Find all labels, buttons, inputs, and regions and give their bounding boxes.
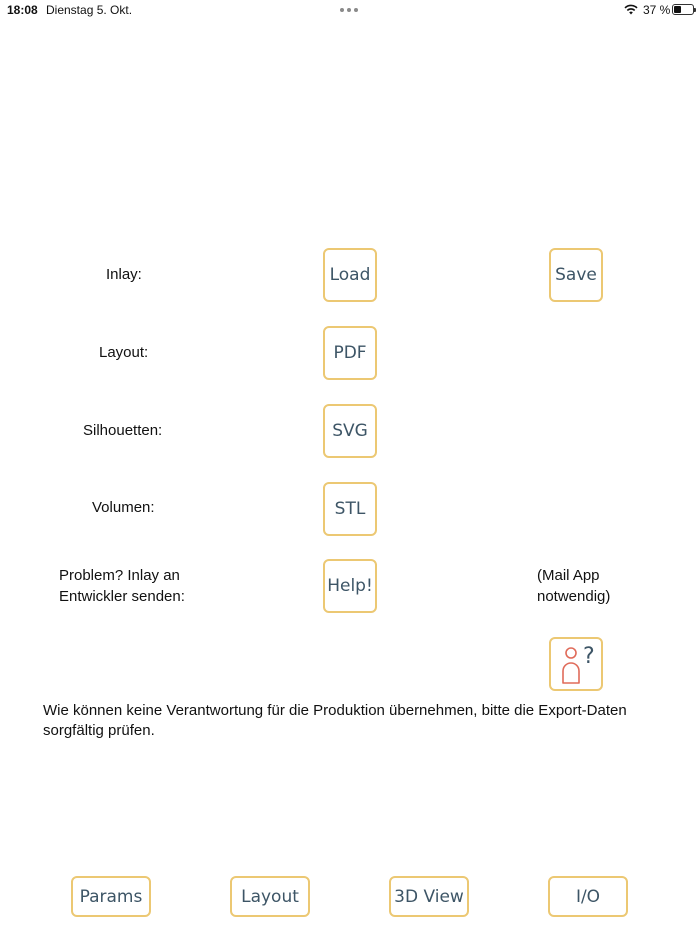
stl-button[interactable]: STL xyxy=(323,482,377,536)
battery-icon xyxy=(672,4,696,15)
tab-layout[interactable]: Layout xyxy=(230,876,310,917)
volumen-label: Volumen: xyxy=(92,499,155,516)
layout-label: Layout: xyxy=(99,344,149,361)
mail-app-note-line1: (Mail App xyxy=(537,567,600,584)
mail-app-note-line2: notwendig) xyxy=(537,588,611,605)
problem-label-line1: Problem? Inlay an xyxy=(59,567,180,584)
svg-button[interactable]: SVG xyxy=(323,404,377,458)
battery-percent: 37 % xyxy=(643,3,671,17)
multitasking-dots-icon[interactable] xyxy=(340,8,358,12)
silhouetten-label: Silhouetten: xyxy=(83,422,163,439)
inlay-label: Inlay: xyxy=(106,266,142,283)
wifi-icon xyxy=(624,4,638,15)
status-date: Dienstag 5. Okt. xyxy=(46,3,133,17)
problem-label: Problem? Inlay an Entwickler senden: xyxy=(59,565,185,607)
help-button[interactable]: Help! xyxy=(323,559,377,613)
person-question-icon: ? xyxy=(562,644,595,684)
tab-params[interactable]: Params xyxy=(71,876,151,917)
tab-io[interactable]: I/O xyxy=(548,876,628,917)
disclaimer-notice: Wie können keine Verantwortung für die P… xyxy=(43,702,627,739)
load-button[interactable]: Load xyxy=(323,248,377,302)
battery-level xyxy=(674,6,681,13)
mail-app-note: (Mail App notwendig) xyxy=(537,565,610,607)
person-question-button[interactable]: ? xyxy=(549,637,603,691)
problem-label-line2: Entwickler senden: xyxy=(59,588,185,605)
save-button[interactable]: Save xyxy=(549,248,603,302)
tab-3d-view[interactable]: 3D View xyxy=(389,876,469,917)
status-bar: 18:08 Dienstag 5. Okt. 37 % xyxy=(0,0,700,22)
pdf-button[interactable]: PDF xyxy=(323,326,377,380)
status-time: 18:08 xyxy=(7,3,38,17)
question-mark: ? xyxy=(583,644,595,669)
